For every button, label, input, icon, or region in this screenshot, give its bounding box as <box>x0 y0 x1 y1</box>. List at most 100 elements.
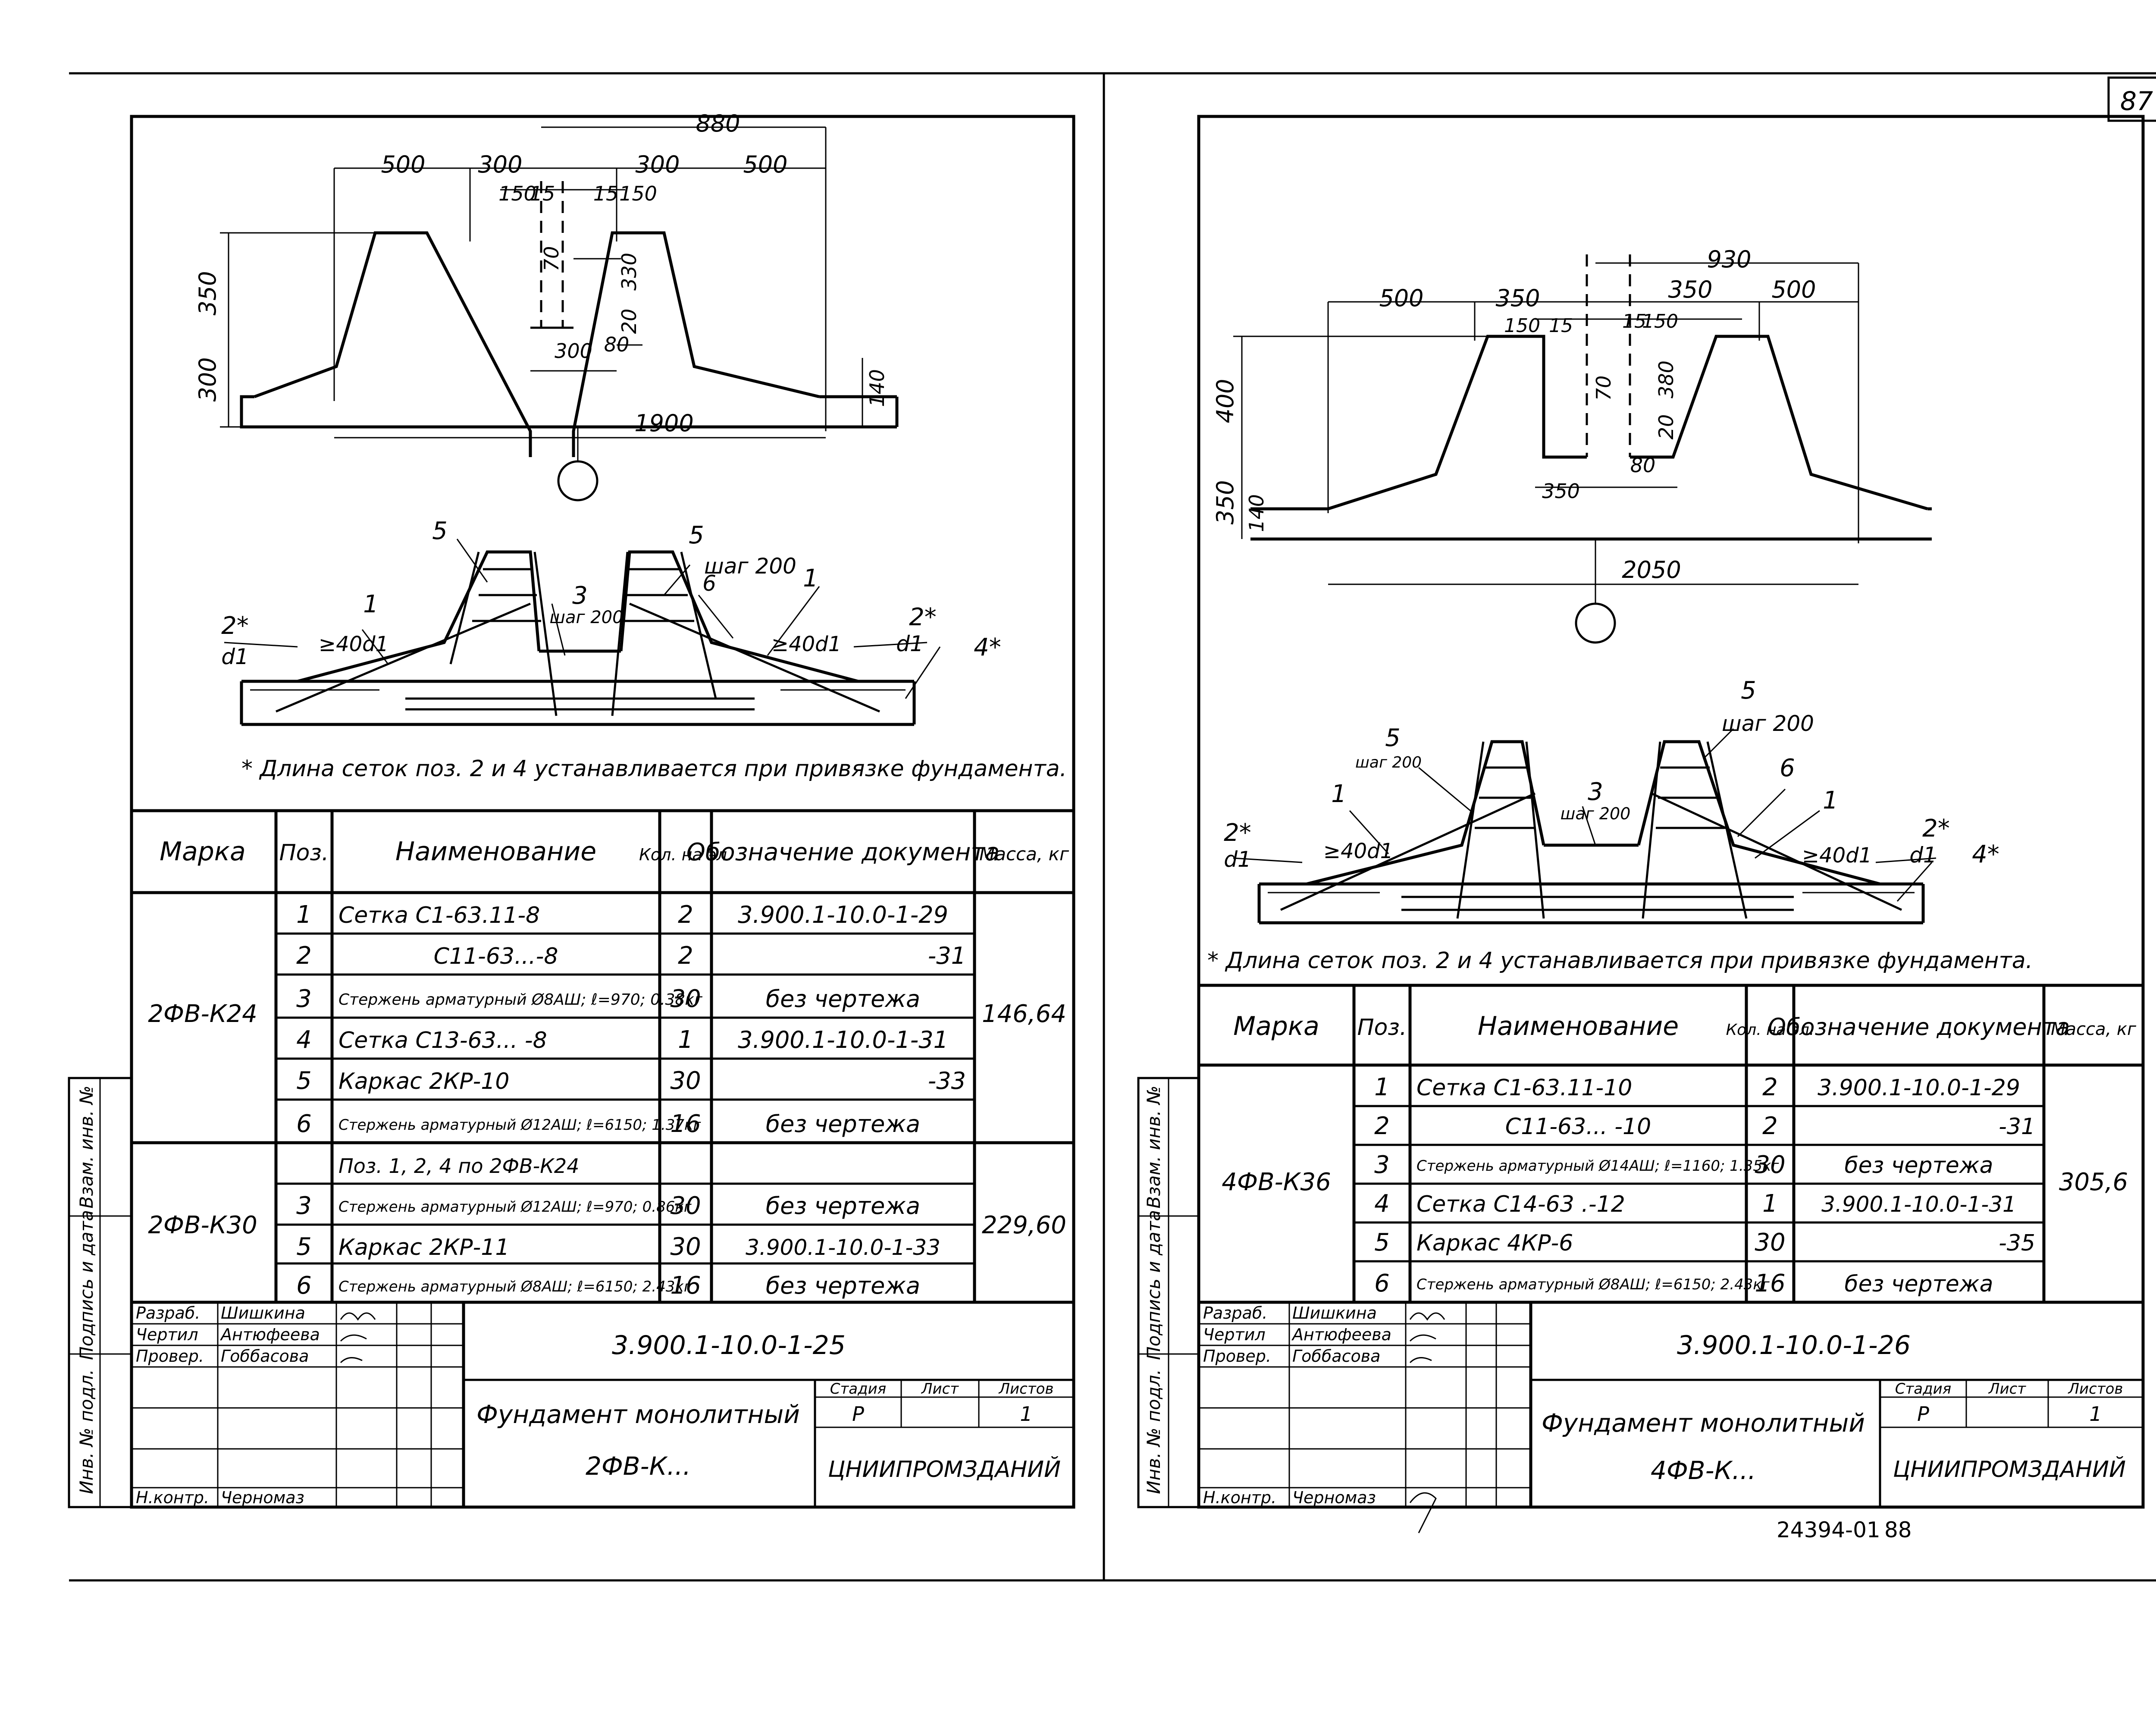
svg-text:Н.контр.: Н.контр. <box>136 1488 209 1507</box>
svg-text:без чертежа: без чертежа <box>766 1110 920 1138</box>
svg-text:4*: 4* <box>1972 840 1999 868</box>
table-row: 2ФВ-К24 <box>148 1000 257 1028</box>
svg-text:Сетка С14-63 .-12: Сетка С14-63 .-12 <box>1416 1191 1625 1217</box>
svg-text:930: 930 <box>1707 246 1751 273</box>
svg-text:500: 500 <box>381 151 425 178</box>
svg-text:5: 5 <box>1374 1229 1390 1257</box>
left-margin-inv: Инв. № подл. <box>76 1369 97 1494</box>
svg-text:Провер.: Провер. <box>1203 1347 1271 1366</box>
svg-text:3: 3 <box>1588 778 1603 806</box>
svg-text:5: 5 <box>1385 724 1401 752</box>
svg-text:20: 20 <box>1655 414 1678 440</box>
svg-text:Стержень арматурный Ø8АШ; ℓ=61: Стержень арматурный Ø8АШ; ℓ=6150; 2.43кг <box>338 1278 692 1295</box>
bottom-code: 24394-01 <box>1777 1517 1880 1542</box>
left-reinforcement-view: 5 5 шаг 200 6 1 1 3 шаг 200 2* d1 ≥40d1 … <box>221 517 1001 726</box>
svg-text:150: 150 <box>1642 310 1678 332</box>
left-doc-code: 3.900.1-10.0-1-25 <box>612 1330 846 1360</box>
left-section-marker <box>557 460 599 501</box>
bottom-page-number: 88 <box>1884 1517 1912 1542</box>
left-section-view: 880 500 300 300 500 150 15 15 150 350 70… <box>194 110 899 501</box>
svg-text:350: 350 <box>1212 480 1239 524</box>
svg-text:ЦНИИПРОМЗДАНИЙ: ЦНИИПРОМЗДАНИЙ <box>1893 1456 2126 1483</box>
svg-text:2*: 2* <box>221 612 249 640</box>
svg-text:Каркас 2КР-10: Каркас 2КР-10 <box>338 1069 509 1094</box>
svg-text:Фундамент монолитный: Фундамент монолитный <box>1542 1408 1865 1438</box>
right-title-block: Разраб. Чертил Провер. Н.контр. Шишкина … <box>1199 1301 2143 1533</box>
svg-text:1: 1 <box>1762 1190 1778 1218</box>
svg-text:≥40d1: ≥40d1 <box>1323 839 1393 863</box>
svg-text:Каркас 2КР-11: Каркас 2КР-11 <box>338 1235 509 1260</box>
svg-text:1: 1 <box>678 1026 693 1054</box>
svg-text:-35: -35 <box>1999 1230 2035 1256</box>
svg-text:16: 16 <box>670 1272 701 1300</box>
svg-text:шаг 200: шаг 200 <box>1355 754 1422 771</box>
svg-text:30: 30 <box>670 985 701 1013</box>
svg-text:шаг 200: шаг 200 <box>1561 804 1631 823</box>
svg-text:d1: d1 <box>1909 843 1937 868</box>
svg-text:5: 5 <box>689 521 704 549</box>
svg-text:380: 380 <box>1655 360 1678 398</box>
svg-text:30: 30 <box>670 1192 701 1220</box>
svg-text:d1: d1 <box>221 644 249 669</box>
svg-text:1: 1 <box>1020 1402 1032 1426</box>
svg-text:Сетка С1-63.11-8: Сетка С1-63.11-8 <box>338 903 540 928</box>
svg-text:С11-63... -10: С11-63... -10 <box>1505 1114 1651 1140</box>
svg-text:350: 350 <box>1668 276 1712 303</box>
svg-text:1: 1 <box>1331 780 1347 808</box>
svg-text:Лист: Лист <box>921 1380 959 1398</box>
svg-text:без чертежа: без чертежа <box>1845 1271 1993 1297</box>
svg-text:-31: -31 <box>928 942 966 969</box>
right-spec-table: Марка Поз. Наименование Кол. на эл. Обоз… <box>1199 984 2143 1302</box>
svg-text:4*: 4* <box>974 633 1001 661</box>
svg-text:Поз. 1, 2, 4 по 2ФВ-К24: Поз. 1, 2, 4 по 2ФВ-К24 <box>338 1154 579 1178</box>
svg-text:-33: -33 <box>928 1067 966 1094</box>
svg-text:5: 5 <box>296 1233 312 1261</box>
svg-text:1900: 1900 <box>634 410 693 437</box>
page-number-box <box>2107 76 2156 122</box>
svg-text:Разраб.: Разраб. <box>136 1304 200 1323</box>
svg-text:16: 16 <box>1755 1269 1785 1298</box>
svg-text:4ФВ-К...: 4ФВ-К... <box>1651 1456 1756 1485</box>
svg-text:15: 15 <box>530 182 555 205</box>
svg-text:-31: -31 <box>1999 1114 2035 1140</box>
left-title-block: Разраб. Чертил Провер. Н.контр. Шишкина … <box>132 1301 1074 1507</box>
svg-text:350: 350 <box>1542 480 1580 503</box>
svg-text:Шишкина: Шишкина <box>1292 1304 1377 1323</box>
svg-text:3.900.1-10.0-1-29: 3.900.1-10.0-1-29 <box>738 901 948 928</box>
right-note: * Длина сеток поз. 2 и 4 устанавливается… <box>1207 948 2033 974</box>
svg-text:без чертежа: без чертежа <box>766 985 920 1012</box>
svg-text:Гоббасова: Гоббасова <box>1292 1347 1380 1366</box>
svg-text:Р: Р <box>852 1402 864 1426</box>
svg-text:Сетка С13-63... -8: Сетка С13-63... -8 <box>338 1028 547 1053</box>
svg-text:6: 6 <box>296 1272 312 1300</box>
svg-text:Фундамент монолитный: Фундамент монолитный <box>476 1400 800 1429</box>
left-spec-table: Марка Поз. Наименование Кол. на эл. Обоз… <box>132 809 1074 1302</box>
svg-text:Наименование: Наименование <box>395 837 596 867</box>
svg-text:С11-63...-8: С11-63...-8 <box>434 943 558 969</box>
svg-text:2: 2 <box>1762 1112 1778 1140</box>
svg-text:2*: 2* <box>909 603 937 631</box>
svg-text:без чертежа: без чертежа <box>1845 1153 1993 1178</box>
left-signatures <box>340 1312 376 1363</box>
svg-text:d1: d1 <box>896 631 924 656</box>
svg-text:Кол. на эл.: Кол. на эл. <box>639 845 732 864</box>
svg-text:30: 30 <box>670 1233 701 1261</box>
svg-text:5: 5 <box>432 517 448 545</box>
svg-text:Стержень арматурный Ø12АШ; ℓ=9: Стержень арматурный Ø12АШ; ℓ=970; 0.86кг <box>338 1198 692 1216</box>
svg-text:Масса, кг: Масса, кг <box>979 843 1069 865</box>
svg-text:Черномаз: Черномаз <box>221 1488 304 1507</box>
svg-text:2*: 2* <box>1224 819 1251 847</box>
svg-text:Марка: Марка <box>160 837 246 867</box>
svg-text:Антюфеева: Антюфеева <box>219 1325 320 1344</box>
left-sheet: Взам. инв. № Подпись и дата Инв. № подл. <box>68 110 1075 1509</box>
svg-text:30: 30 <box>1755 1229 1785 1257</box>
svg-text:2ФВ-К30: 2ФВ-К30 <box>148 1211 257 1239</box>
svg-text:30: 30 <box>670 1067 701 1095</box>
page-number: 87 <box>2120 86 2153 116</box>
svg-text:15: 15 <box>1622 310 1646 332</box>
svg-text:3: 3 <box>296 1192 312 1220</box>
right-section-view: 930 500 350 350 500 150 15 15 150 400 70… <box>1212 246 1932 644</box>
svg-text:ЦНИИПРОМЗДАНИЙ: ЦНИИПРОМЗДАНИЙ <box>828 1456 1061 1483</box>
svg-text:2: 2 <box>296 942 312 970</box>
svg-text:305,6: 305,6 <box>2059 1168 2128 1196</box>
